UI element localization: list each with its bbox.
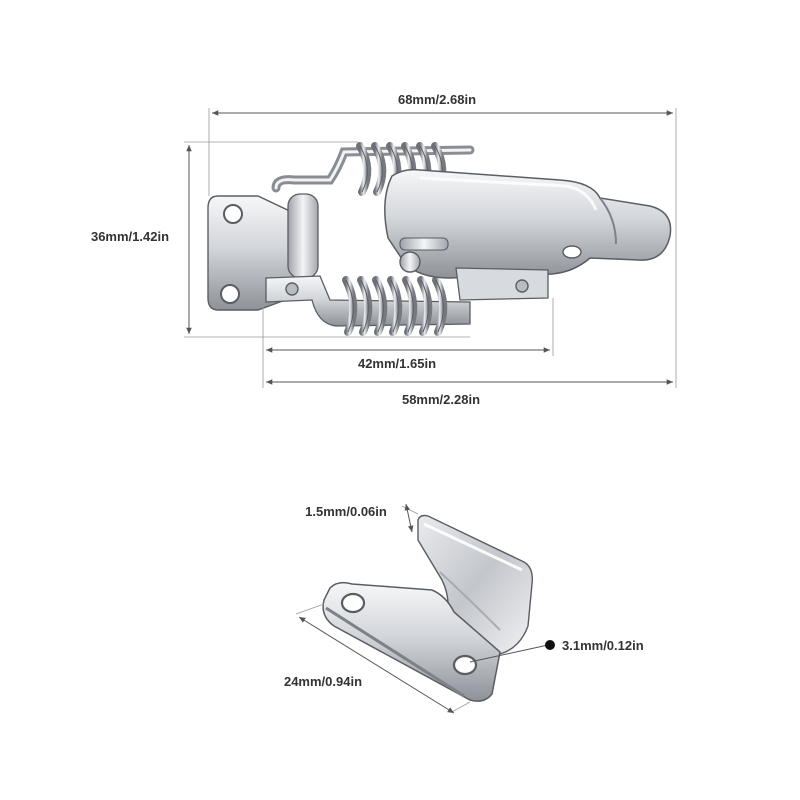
catch-hole-right: [452, 654, 478, 676]
side-plate-rivet: [515, 279, 529, 293]
lower-rivet: [285, 282, 299, 296]
lower-spring: [342, 276, 448, 336]
latch-dimension-lines: [184, 108, 677, 388]
lever-arm: [384, 168, 672, 279]
spring-coil-outline: [345, 279, 354, 333]
hole-diameter-label: 3.1mm/0.12in: [562, 638, 644, 653]
width-label: 24mm/0.94in: [284, 674, 362, 689]
spring-coil-outline: [390, 279, 399, 333]
hinge-pin: [287, 193, 319, 279]
spring-coil-outline: [420, 279, 429, 333]
catch-dimension-lines: [295, 503, 555, 714]
hole-callout-dot: [545, 640, 555, 650]
height-label: 36mm/1.42in: [91, 229, 169, 244]
body-length-label: 58mm/2.28in: [402, 392, 480, 407]
spring-coil-outline: [360, 279, 369, 333]
spring-coil-outline: [435, 279, 444, 333]
base-plate-hole-top: [223, 204, 243, 224]
lever-pivot: [399, 251, 421, 273]
catch-hole-left: [340, 592, 366, 614]
spring-coil-outline: [374, 145, 383, 193]
hole-span-label: 42mm/1.65in: [358, 356, 436, 371]
spring-coil-outline: [405, 279, 414, 333]
base-plate-hole-bottom: [220, 284, 240, 304]
lever-slot: [562, 245, 582, 259]
spring-guide-rod: [399, 237, 449, 251]
thickness-label: 1.5mm/0.06in: [305, 504, 387, 519]
toggle-latch-illustration: [207, 142, 672, 336]
spring-coil-outline: [375, 279, 384, 333]
overall-length-label: 68mm/2.68in: [398, 92, 476, 107]
lever-side-plate: [455, 267, 549, 301]
spring-coil-outline: [359, 145, 368, 193]
